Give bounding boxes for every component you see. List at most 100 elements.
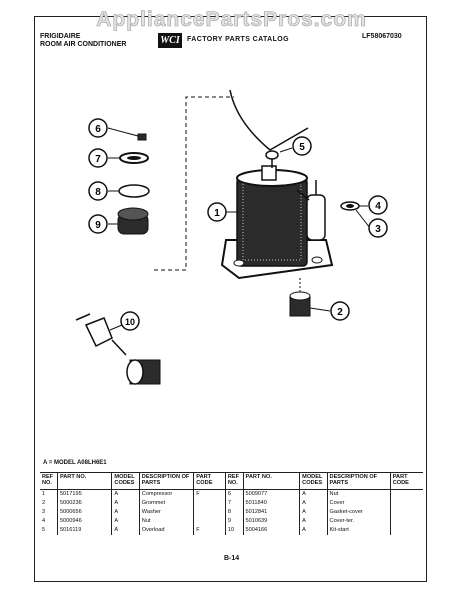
part-number-cell: 5004166	[243, 526, 301, 535]
description-cell: Grommet	[139, 499, 195, 508]
col-header-part: PART NO.	[243, 472, 301, 490]
ref-cell: 4	[40, 517, 58, 526]
page-number: B-14	[224, 555, 240, 562]
part-number-cell: 5011840	[243, 499, 301, 508]
part-number-cell: 5016119	[57, 526, 113, 535]
callout-label: 7	[95, 154, 101, 165]
description-cell: Nut	[327, 489, 391, 499]
col-header-description: DESCRIPTION OF PARTS	[327, 472, 391, 490]
description-cell: Cover	[327, 499, 391, 508]
col-header-part: PART NO.	[57, 472, 113, 490]
callout-1: 1	[207, 202, 227, 222]
ref-cell: 2	[40, 499, 58, 508]
description-cell: Cover-ter.	[327, 517, 391, 526]
washer-nut-part	[340, 201, 360, 211]
ref-cell: 7	[225, 499, 244, 508]
catalog-code: LF58067030	[362, 33, 402, 40]
callout-label: 4	[375, 201, 381, 212]
part-code-cell: F	[193, 489, 226, 499]
col-header-code: PART CODE	[390, 472, 423, 490]
ref-cell: 8	[225, 508, 244, 517]
exploded-parts-diagram: 6 7 8 9 1 5 4 3 2 10	[75, 89, 388, 385]
description-cell: Gasket-cover	[327, 508, 391, 517]
model-designation: A = MODEL A08LH6E1	[43, 460, 107, 466]
brand-name: FRIGIDAIRE	[40, 33, 81, 40]
callout-label: 1	[214, 208, 220, 219]
ref-cell: 10	[225, 526, 244, 535]
parts-table: REF NO. PART NO. MODEL CODES DESCRIPTION…	[40, 472, 423, 535]
table-row: 3 5000656 A Washer 8 5012841 A Gasket-co…	[40, 508, 423, 517]
table-row: 4 5000946 A Nut 9 5010639 A Cover-ter.	[40, 517, 423, 526]
model-code-cell: A	[111, 526, 140, 535]
ref-cell: 6	[225, 489, 244, 499]
model-code-cell: A	[111, 517, 140, 526]
terminal-cover-part-9	[117, 207, 149, 235]
page-frame	[34, 16, 427, 582]
callout-10: 10	[120, 311, 140, 331]
table-row: 1 5017195 A Compressor F 6 5009077 A Nut	[40, 489, 423, 500]
callout-9: 9	[88, 214, 108, 234]
model-code-cell: A	[299, 508, 328, 517]
part-number-cell: 5012841	[243, 508, 301, 517]
model-code-cell: A	[299, 526, 328, 535]
compressor-part	[220, 165, 334, 280]
col-header-ref: REF NO.	[40, 472, 58, 490]
description-cell: Nut	[139, 517, 195, 526]
table-row: 2 5000236 A Grommet 7 5011840 A Cover	[40, 499, 423, 508]
model-code-cell: A	[111, 489, 140, 499]
callout-label: 2	[337, 307, 343, 318]
overload-part	[229, 89, 309, 168]
start-kit-part	[75, 313, 161, 385]
table-header-row: REF NO. PART NO. MODEL CODES DESCRIPTION…	[40, 472, 423, 490]
model-code-cell: A	[299, 517, 328, 526]
description-cell: Kit-start	[327, 526, 391, 535]
catalog-title: FACTORY PARTS CATALOG	[187, 36, 289, 43]
callout-8: 8	[88, 181, 108, 201]
callout-label: 9	[95, 220, 101, 231]
model-code-cell: A	[299, 499, 328, 508]
part-number-cell: 5010639	[243, 517, 301, 526]
callout-leader-lines	[107, 127, 371, 331]
part-number-cell: 5000236	[57, 499, 113, 508]
gasket-part-8	[118, 184, 150, 198]
part-code-cell: F	[193, 526, 226, 535]
table-row: 5 5016119 A Overload F 10 5004166 A Kit-…	[40, 526, 423, 535]
part-number-cell: 5000656	[57, 508, 113, 517]
assembly-guide-lines	[154, 96, 234, 271]
col-header-ref: REF NO.	[225, 472, 244, 490]
ref-cell: 3	[40, 508, 58, 517]
callout-label: 6	[95, 124, 101, 135]
description-cell: Compressor	[139, 489, 195, 499]
part-number-cell: 5000946	[57, 517, 113, 526]
nut-part-6	[137, 133, 147, 141]
callout-label: 5	[299, 142, 305, 153]
part-code-cell	[193, 508, 226, 517]
wci-logo: WCI	[158, 33, 182, 48]
callout-3: 3	[368, 218, 388, 238]
callout-2: 2	[330, 301, 350, 321]
ref-cell: 9	[225, 517, 244, 526]
callout-6: 6	[88, 118, 108, 138]
model-code-cell: A	[111, 499, 140, 508]
part-code-cell	[390, 499, 423, 508]
part-code-cell	[390, 490, 423, 500]
model-code-cell: A	[111, 508, 140, 517]
description-cell: Washer	[139, 508, 195, 517]
model-code-cell: A	[299, 489, 328, 499]
callout-label: 10	[125, 317, 135, 327]
callout-5: 5	[292, 136, 312, 156]
watermark: AppliancePartsPros.com	[96, 8, 367, 32]
description-cell: Overload	[139, 526, 195, 535]
callout-label: 3	[375, 224, 381, 235]
cover-part-7	[119, 152, 149, 164]
part-number-cell: 5009077	[243, 489, 301, 499]
col-header-model: MODEL CODES	[111, 472, 140, 490]
part-code-cell	[390, 526, 423, 535]
part-code-cell	[193, 517, 226, 526]
callout-label: 8	[95, 187, 101, 198]
part-code-cell	[390, 517, 423, 526]
callout-7: 7	[88, 148, 108, 168]
grommet-part	[289, 278, 311, 317]
col-header-description: DESCRIPTION OF PARTS	[139, 472, 195, 490]
part-code-cell	[390, 508, 423, 517]
